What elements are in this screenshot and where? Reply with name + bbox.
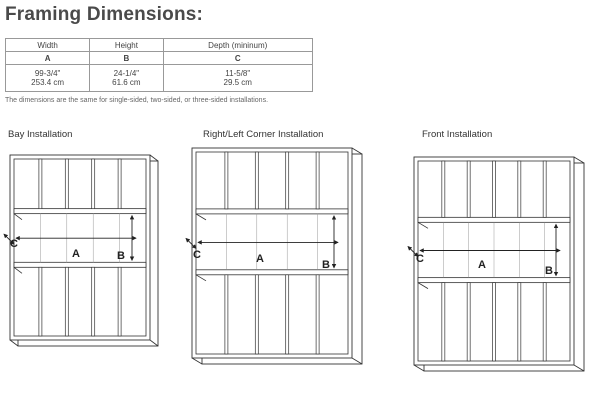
value-width-in: 99-3/4" — [34, 69, 61, 78]
framing-stud-top — [224, 151, 229, 210]
framing-depth-edge — [413, 364, 425, 372]
caption-corner: Right/Left Corner Installation — [203, 129, 324, 140]
caption-front: Front Installation — [422, 129, 493, 140]
dimension-c-arrow — [407, 245, 419, 258]
dimensions-note: The dimensions are the same for single-s… — [5, 97, 269, 104]
label-a-bay: A — [72, 248, 80, 260]
label-b-corner: B — [322, 259, 330, 271]
framing-depth-edge — [573, 364, 585, 372]
value-height: 24-1/4" 61.6 cm — [89, 64, 164, 92]
framing-inner-frame — [13, 158, 147, 337]
value-depth-in: 11-5/8" — [225, 69, 251, 78]
framing-stud-top — [91, 158, 96, 210]
framing-depth-edge — [9, 339, 19, 347]
framing-stud-bottom — [542, 282, 547, 362]
framing-stud-top — [542, 160, 547, 218]
caption-bay: Bay Installation — [8, 129, 73, 140]
label-c-front: C — [416, 253, 424, 265]
framing-stud-bottom — [224, 274, 229, 355]
framing-header-depth — [13, 266, 23, 274]
framing-stud-bottom — [517, 282, 522, 362]
framing-stud-top — [441, 160, 446, 218]
framing-header-depth — [195, 274, 207, 282]
framing-depth-edge — [149, 339, 159, 347]
dimension-c-arrow — [3, 233, 15, 245]
framing-header-beam — [195, 269, 349, 276]
framing-stud-bottom — [64, 266, 69, 337]
framing-stud-top — [517, 160, 522, 218]
value-width-cm: 253.4 cm — [31, 78, 65, 87]
framing-depth-edge — [351, 147, 363, 155]
framing-header-beam — [13, 261, 147, 268]
framing-header-depth — [417, 282, 429, 289]
framing-header-depth — [13, 213, 23, 220]
framing-outer-frame — [9, 154, 151, 341]
dimension-c-arrow — [185, 237, 197, 249]
framing-header-depth — [417, 221, 429, 229]
label-b-front: B — [545, 265, 553, 277]
corner-installation-drawing — [185, 147, 363, 365]
framing-stud-top — [254, 151, 259, 210]
framing-stud-bottom — [466, 282, 471, 362]
framing-stud-bottom — [117, 266, 122, 337]
dimensions-table: Width Height Depth (mininum) A B C 99-3/… — [4, 38, 313, 92]
framing-stud-top — [285, 151, 290, 210]
framing-depth-edge — [351, 357, 363, 365]
framing-depth-edge — [191, 357, 203, 365]
framing-header-beam — [417, 216, 571, 223]
framing-stud-top — [117, 158, 122, 210]
framing-inner-frame — [195, 151, 349, 355]
framing-stud-bottom — [441, 282, 446, 362]
framing-header-beam — [13, 208, 147, 215]
framing-stud-bottom — [38, 266, 43, 337]
framing-stud-top — [64, 158, 69, 210]
value-depth: 11-5/8" 29.5 cm — [162, 64, 313, 92]
framing-outer-frame — [191, 147, 353, 359]
framing-depth-edge — [573, 156, 585, 164]
framing-stud-bottom — [254, 274, 259, 355]
framing-stud-top — [492, 160, 496, 218]
value-height-in: 24-1/4" — [113, 69, 140, 78]
framing-header-beam — [417, 277, 571, 284]
label-a-corner: A — [256, 253, 264, 265]
label-a-front: A — [478, 259, 486, 271]
framing-stud-bottom — [91, 266, 96, 337]
framing-header-beam — [195, 208, 349, 215]
value-width: 99-3/4" 253.4 cm — [4, 64, 91, 92]
framing-stud-bottom — [315, 274, 320, 355]
framing-depth-edge — [149, 154, 159, 162]
label-b-bay: B — [117, 250, 125, 262]
front-installation-drawing — [407, 156, 585, 372]
bay-installation-drawing — [3, 154, 159, 347]
framing-stud-top — [38, 158, 43, 210]
value-depth-cm: 29.5 cm — [223, 78, 252, 87]
framing-stud-bottom — [492, 282, 496, 362]
framing-header-depth — [195, 213, 207, 221]
label-c-corner: C — [193, 249, 201, 261]
value-height-cm: 61.6 cm — [112, 78, 141, 87]
label-c-bay: C — [10, 238, 18, 250]
page-title: Framing Dimensions: — [5, 4, 204, 25]
framing-stud-top — [315, 151, 320, 210]
framing-stud-bottom — [285, 274, 290, 355]
framing-stud-top — [466, 160, 471, 218]
